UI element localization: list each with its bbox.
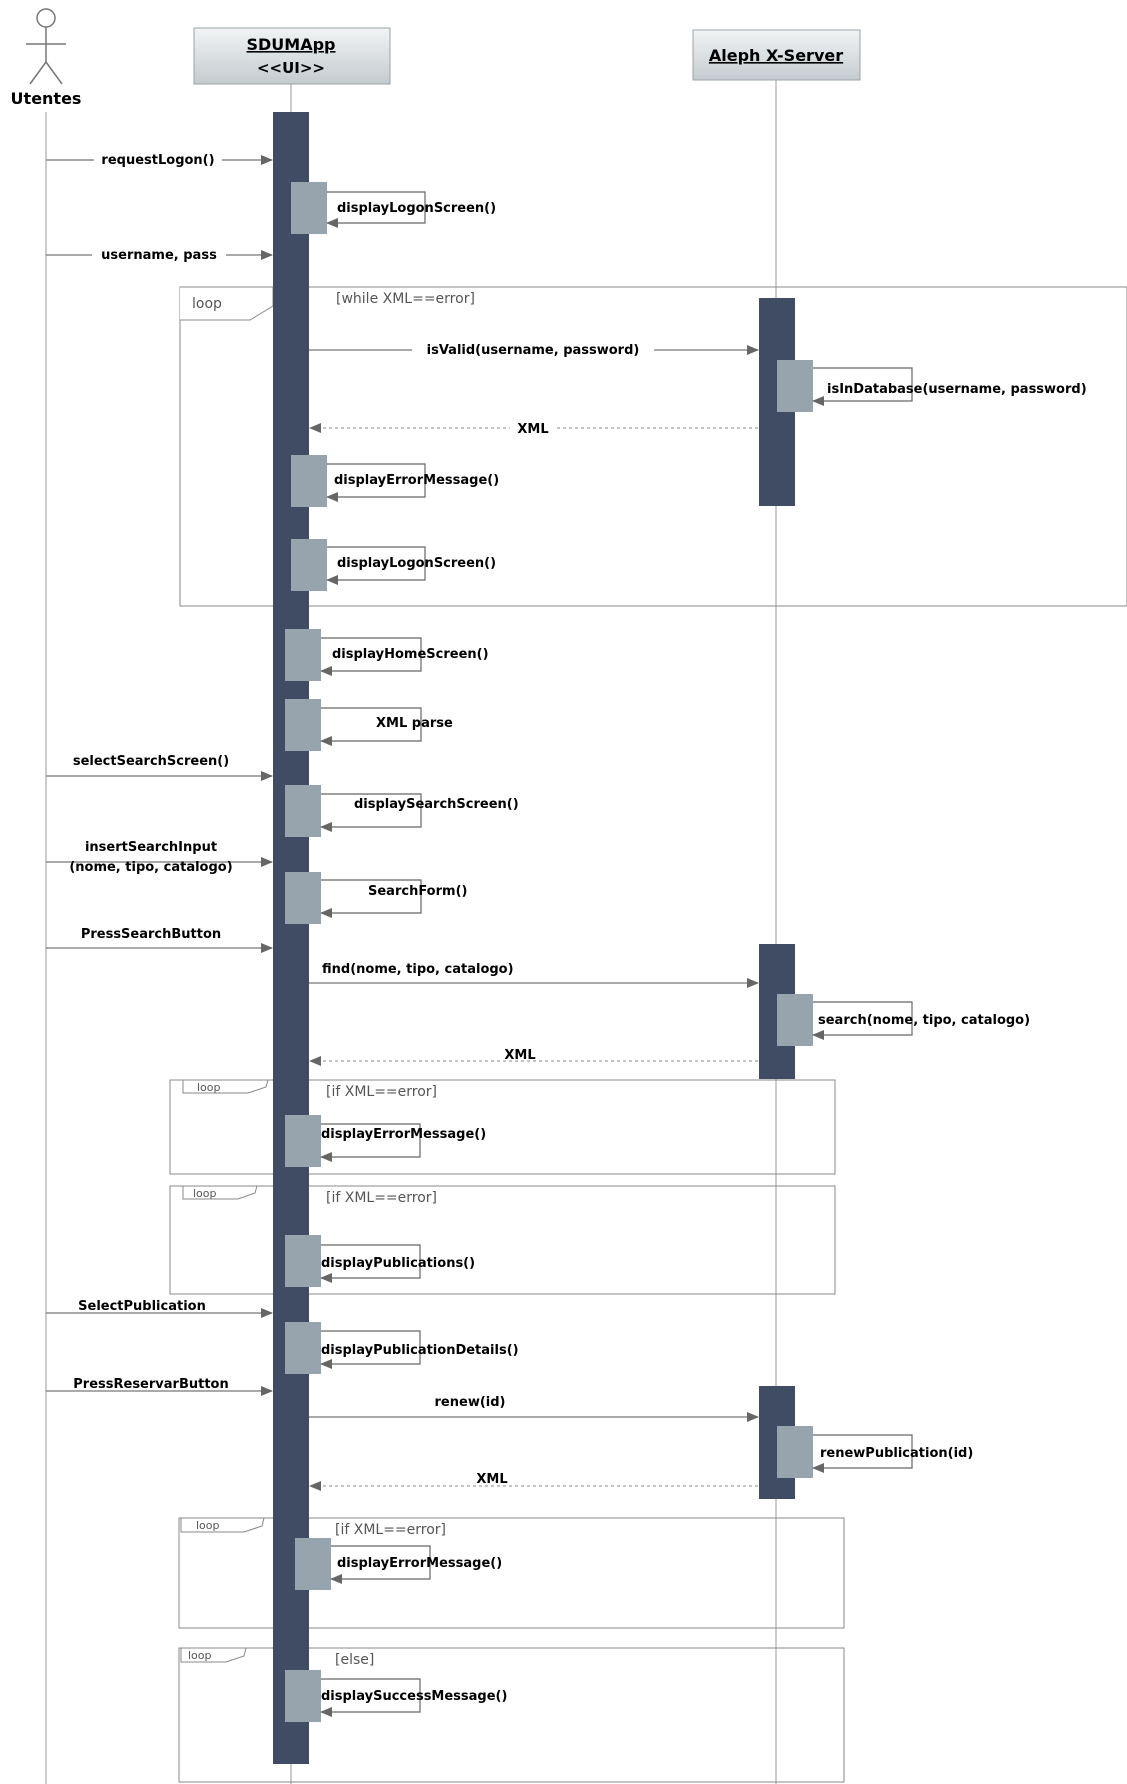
loop-label: loop — [193, 1187, 217, 1200]
self-call-display-error-1: displayErrorMessage() — [291, 455, 499, 507]
message-label: PressReservarButton — [73, 1377, 228, 1392]
message-label-args: (nome, tipo, catalogo) — [69, 860, 232, 875]
self-call-display-error-2: displayErrorMessage() — [285, 1115, 486, 1167]
message-label: displaySuccessMessage() — [321, 1689, 507, 1704]
return-xml-1: XML — [309, 419, 758, 437]
message-label: displayPublications() — [321, 1256, 475, 1271]
message-label: XML — [517, 422, 548, 437]
message-request-logon: requestLogon() — [46, 150, 273, 168]
self-call-xml-parse: XML parse — [285, 699, 453, 751]
message-label: displaySearchScreen() — [354, 797, 519, 812]
self-call-search-form: SearchForm() — [285, 872, 467, 924]
message-label: search(nome, tipo, catalogo) — [818, 1013, 1030, 1028]
message-label: XML — [476, 1472, 507, 1487]
loop-guard: [if XML==error] — [335, 1522, 446, 1538]
self-call-display-search-screen: displaySearchScreen() — [285, 785, 519, 837]
message-find: find(nome, tipo, catalogo) — [309, 962, 759, 988]
message-label: PressSearchButton — [81, 927, 221, 942]
stick-figure-icon — [26, 8, 66, 85]
actor-label: Utentes — [11, 89, 82, 108]
self-call-display-home: displayHomeScreen() — [285, 629, 489, 681]
message-renew: renew(id) — [309, 1395, 759, 1422]
return-xml-2: XML — [309, 1048, 758, 1066]
message-label: displayErrorMessage() — [334, 473, 499, 488]
message-label: requestLogon() — [101, 153, 214, 168]
self-call-display-logon-2: displayLogonScreen() — [291, 539, 496, 591]
loop-frame-1: loop [while XML==error] — [179, 286, 1127, 607]
message-username-pass: username, pass — [46, 245, 273, 263]
message-label: find(nome, tipo, catalogo) — [322, 962, 514, 977]
message-label: displayErrorMessage() — [337, 1556, 502, 1571]
message-label: displayPublicationDetails() — [321, 1343, 519, 1358]
loop-label: loop — [188, 1649, 212, 1662]
participant-sdumapp-name: SDUMApp — [246, 35, 335, 54]
activation-sdumapp — [273, 112, 309, 1764]
message-press-reservar-button: PressReservarButton — [46, 1377, 273, 1396]
message-label: displayErrorMessage() — [321, 1127, 486, 1142]
message-insert-search-input: insertSearchInput (nome, tipo, catalogo) — [46, 840, 273, 875]
loop-guard: [else] — [335, 1652, 374, 1668]
message-label: XML — [504, 1048, 535, 1063]
message-is-valid: isValid(username, password) — [309, 341, 759, 359]
message-label: renew(id) — [435, 1395, 506, 1410]
self-call-is-in-database: isInDatabase(username, password) — [777, 360, 1087, 412]
loop-label: loop — [197, 1081, 221, 1094]
loop-label: loop — [192, 296, 222, 312]
message-label: username, pass — [101, 248, 217, 263]
loop-frame-2: loop [if XML==error] — [169, 1079, 836, 1175]
self-call-display-publication-details: displayPublicationDetails() — [285, 1322, 519, 1374]
self-call-display-success: displaySuccessMessage() — [285, 1670, 507, 1722]
self-call-search: search(nome, tipo, catalogo) — [777, 994, 1030, 1046]
message-label: isValid(username, password) — [427, 343, 640, 358]
participant-aleph: Aleph X-Server — [692, 29, 861, 81]
participant-sdumapp: SDUMApp <<UI>> — [193, 27, 391, 85]
loop-frame-3: loop [if XML==error] — [169, 1185, 836, 1295]
self-call-renew-publication: renewPublication(id) — [777, 1426, 973, 1478]
message-select-publication: SelectPublication — [46, 1299, 273, 1318]
message-label: isInDatabase(username, password) — [827, 382, 1087, 397]
message-label: SearchForm() — [368, 884, 467, 899]
message-press-search-button: PressSearchButton — [46, 927, 273, 953]
loop-guard: [if XML==error] — [326, 1190, 437, 1206]
message-label: displayLogonScreen() — [337, 201, 496, 216]
self-call-display-error-3: displayErrorMessage() — [295, 1538, 502, 1590]
loop-frame-5: loop [else] — [178, 1647, 845, 1783]
message-label: renewPublication(id) — [820, 1446, 973, 1461]
participant-aleph-name: Aleph X-Server — [709, 46, 843, 65]
actor-utentes: Utentes — [11, 8, 82, 108]
message-select-search-screen: selectSearchScreen() — [46, 754, 273, 781]
message-label: selectSearchScreen() — [73, 754, 229, 769]
loop-label: loop — [196, 1519, 220, 1532]
message-label: displayHomeScreen() — [332, 647, 489, 662]
message-label: displayLogonScreen() — [337, 556, 496, 571]
loop-frame-4: loop [if XML==error] — [178, 1517, 845, 1629]
loop-guard: [while XML==error] — [336, 291, 475, 307]
self-call-display-publications: displayPublications() — [285, 1235, 475, 1287]
loop-guard: [if XML==error] — [326, 1084, 437, 1100]
self-call-display-logon-1: displayLogonScreen() — [291, 182, 496, 234]
message-label: XML parse — [376, 716, 453, 731]
message-label: SelectPublication — [78, 1299, 206, 1314]
return-xml-3: XML — [309, 1472, 758, 1491]
message-label: insertSearchInput — [85, 840, 217, 855]
participant-sdumapp-stereotype: <<UI>> — [257, 59, 325, 77]
